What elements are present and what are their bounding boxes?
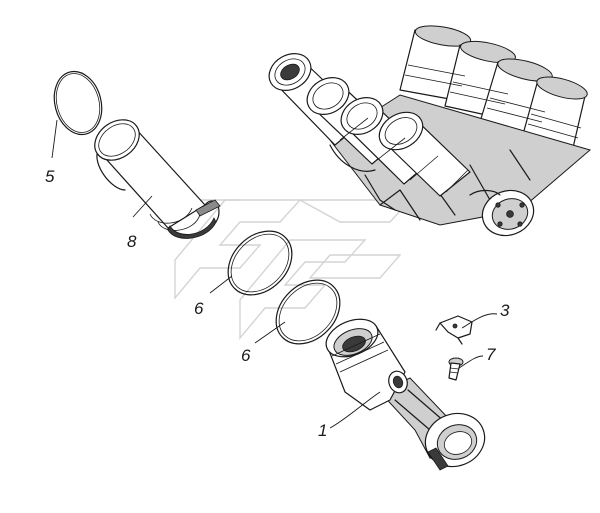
leader-7	[458, 355, 484, 369]
callout-6-lower: 6	[241, 346, 251, 365]
callout-8: 8	[127, 232, 137, 251]
oil-nozzle-part-3	[435, 315, 473, 345]
leader-lines	[51, 119, 498, 429]
piston-rod-part-1	[325, 318, 486, 471]
piston-row-back	[399, 25, 588, 153]
crankshaft-flange	[469, 189, 535, 237]
snap-ring-part-5	[53, 70, 103, 136]
leader-5	[51, 119, 58, 159]
callout-3: 3	[500, 301, 510, 320]
leader-6b	[254, 321, 286, 344]
engine-assembly	[268, 25, 592, 237]
cylinder-liner-part-8	[94, 119, 221, 239]
callout-5: 5	[45, 167, 55, 186]
o-rings-part-6	[227, 230, 341, 345]
bolt-part-7	[448, 357, 464, 381]
watermark-logo	[174, 199, 412, 340]
callout-1: 1	[318, 421, 327, 440]
callout-6-upper: 6	[194, 299, 204, 318]
liner-row-front	[268, 53, 471, 197]
leader-3	[461, 313, 498, 329]
callout-7: 7	[486, 345, 496, 364]
leader-1	[329, 391, 381, 429]
leader-6a	[209, 275, 233, 294]
callout-labels: 5 8 6 6 3 7 1	[45, 167, 510, 440]
leader-8	[132, 195, 153, 218]
